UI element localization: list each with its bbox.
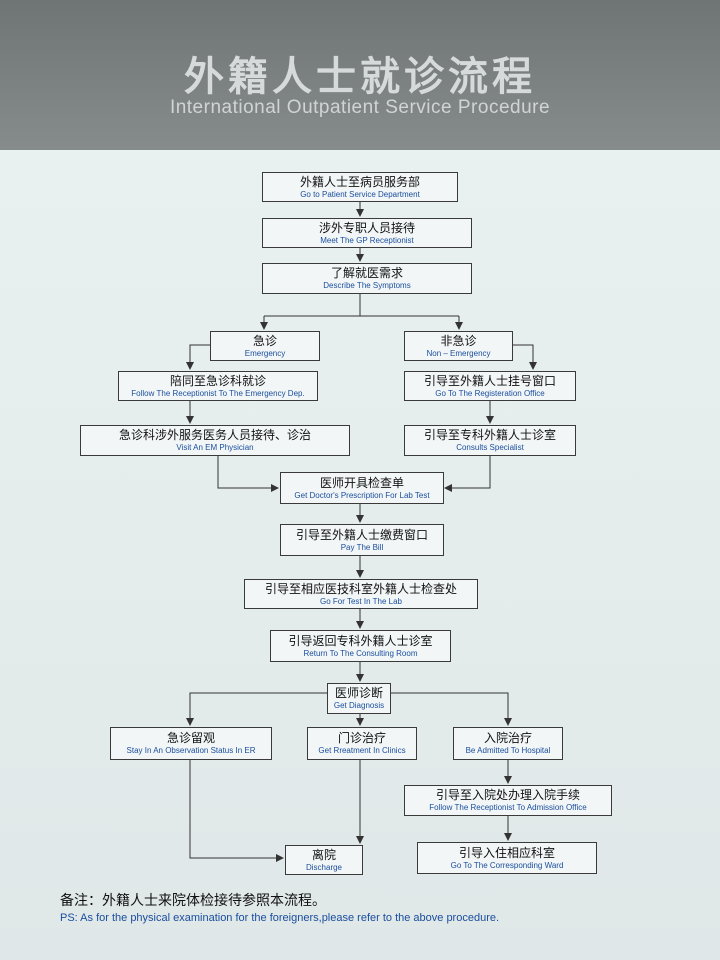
note-chinese: 备注：外籍人士来院体检接待参照本流程。 bbox=[60, 893, 326, 909]
step-patient-service: 外籍人士至病员服务部 Go to Patient Service Departm… bbox=[262, 172, 458, 202]
arrow-diagnosis-to-admitted bbox=[391, 692, 512, 726]
page-subtitle: International Outpatient Service Procedu… bbox=[169, 97, 551, 118]
step-ward: 引导入住相应科室 Go To The Corresponding Ward bbox=[417, 842, 597, 874]
step-non-emergency: 非急诊 Non – Emergency bbox=[404, 331, 513, 361]
arrow-emergency-to-follow bbox=[186, 344, 210, 370]
step-observation: 急诊留观 Stay In An Observation Status In ER bbox=[110, 727, 272, 760]
arrow-specialist-to-lab bbox=[444, 456, 491, 492]
step-describe-symptoms: 了解就医需求 Describe The Symptoms bbox=[262, 263, 472, 294]
step-lab-prescription: 医师开具检查单 Get Doctor's Prescription For La… bbox=[280, 472, 444, 504]
step-clinic-treatment: 门诊治疗 Get Rreatment In Clinics bbox=[307, 727, 417, 760]
step-admission-office: 引导至入院处办理入院手续 Follow The Receptionist To … bbox=[404, 785, 612, 816]
step-pay-bill: 引导至外籍人士缴费窗口 Pay The Bill bbox=[280, 524, 444, 556]
step-diagnosis: 医师诊断 Get Diagnosis bbox=[327, 683, 391, 714]
step-admitted: 入院治疗 Be Admitted To Hospital bbox=[453, 727, 563, 760]
header-banner: 外籍人士就诊流程 International Outpatient Servic… bbox=[0, 0, 720, 150]
step-gp-reception: 涉外专职人员接待 Meet The GP Receptionist bbox=[262, 218, 472, 248]
note-english: PS: As for the physical examination for … bbox=[60, 912, 500, 924]
step-specialist: 引导至专科外籍人士诊室 Consults Specialist bbox=[404, 425, 576, 456]
arrow-em-to-lab bbox=[217, 456, 279, 492]
step-return-room: 引导返回专科外籍人士诊室 Return To The Consulting Ro… bbox=[270, 630, 451, 662]
arrow-non-emergency-to-reg bbox=[513, 344, 537, 370]
step-lab-test: 引导至相应医技科室外籍人士检查处 Go For Test In The Lab bbox=[244, 579, 478, 609]
step-registration: 引导至外籍人士挂号窗口 Go To The Registeration Offi… bbox=[404, 371, 576, 401]
arrow-observation-to-discharge bbox=[189, 760, 284, 862]
step-em-physician: 急诊科涉外服务医务人员接待、诊治 Visit An EM Physician bbox=[80, 425, 350, 456]
page-title: 外籍人士就诊流程 bbox=[184, 54, 536, 100]
step-follow-to-er: 陪同至急诊科就诊 Follow The Receptionist To The … bbox=[118, 371, 318, 401]
arrow-diagnosis-to-observation bbox=[186, 692, 327, 726]
step-discharge: 离院 Discharge bbox=[285, 845, 363, 875]
step-emergency: 急诊 Emergency bbox=[210, 331, 320, 361]
